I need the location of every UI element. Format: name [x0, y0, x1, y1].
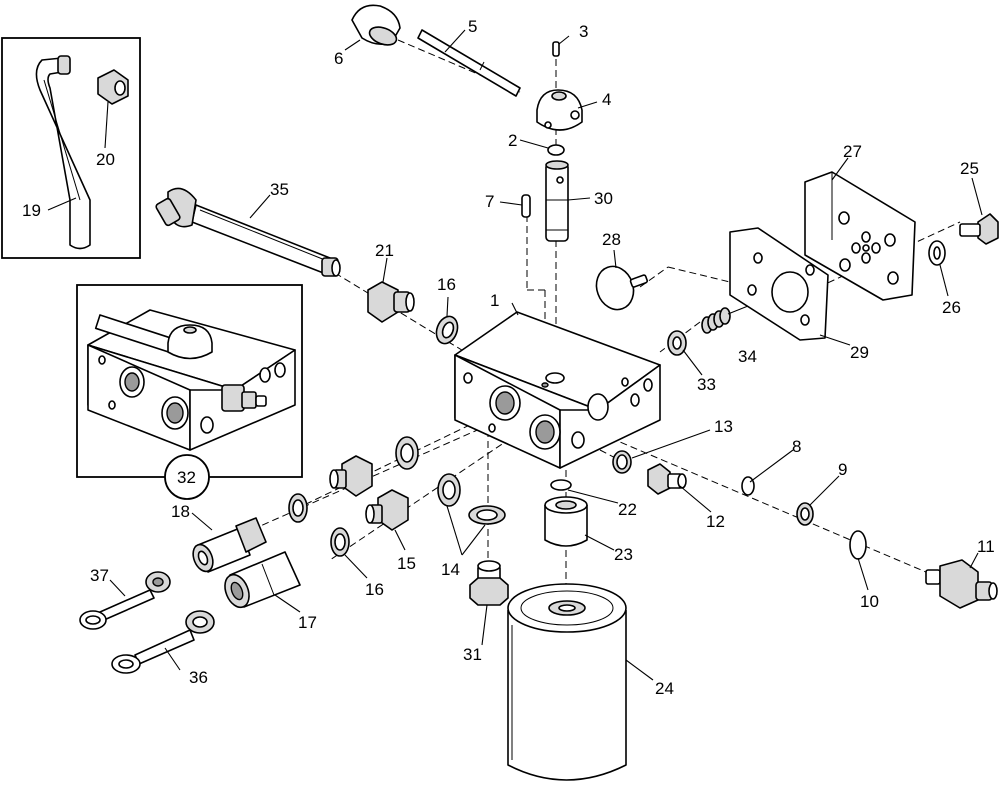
callout-30: 30: [594, 189, 613, 208]
valve-block: [454, 311, 661, 469]
callout-17: 17: [298, 613, 317, 632]
callout-37: 37: [90, 566, 109, 585]
relief-valve: [925, 559, 998, 609]
callout-11: 11: [977, 537, 995, 556]
quick-coupler-18: [192, 517, 267, 573]
callout-34: 34: [738, 347, 757, 366]
o-ring-10: [849, 530, 867, 560]
callout-21: 21: [375, 241, 394, 260]
spring: [701, 305, 749, 334]
roll-pin: [521, 194, 531, 218]
callout-36: 36: [189, 668, 208, 687]
callout-25: 25: [960, 159, 979, 178]
callout-27: 27: [843, 142, 862, 161]
adapter-upper: [329, 455, 373, 497]
o-ring-22: [550, 479, 572, 491]
callout-15: 15: [397, 554, 416, 573]
callout-3: 3: [579, 22, 588, 41]
callout-4: 4: [602, 90, 611, 109]
callout-10: 10: [860, 592, 879, 611]
washer-9: [796, 502, 814, 526]
seal-washer-upper: [435, 315, 459, 345]
washer-33: [667, 330, 687, 356]
callout-23: 23: [614, 545, 633, 564]
callout-12: 12: [706, 512, 725, 531]
callout-24: 24: [655, 679, 674, 698]
callout-14: 14: [441, 560, 460, 579]
gasket: [729, 227, 829, 341]
callout-18: 18: [171, 502, 190, 521]
seal-washers-14: [395, 436, 506, 525]
callout-labels: 1 2 3 4 5 6 7 8 9 10 11 12 13 14 15 16 1…: [22, 17, 995, 698]
callout-9: 9: [838, 460, 847, 479]
plug-cap: [595, 265, 649, 311]
callout-22: 22: [618, 500, 637, 519]
sleeve: [544, 496, 588, 547]
callout-6: 6: [334, 49, 343, 68]
fitting-12: [647, 463, 687, 495]
adapter: [367, 281, 415, 323]
o-ring-13: [612, 450, 632, 474]
small-o-ring: [547, 144, 565, 156]
valve-block-assembled-inset: [87, 309, 296, 451]
callout-2: 2: [508, 131, 517, 150]
callout-5: 5: [468, 17, 477, 36]
callout-13: 13: [714, 417, 733, 436]
callout-1: 1: [490, 291, 499, 310]
callout-32-circle: [164, 454, 210, 500]
callout-7: 7: [485, 192, 494, 211]
callout-26: 26: [942, 298, 961, 317]
callout-28: 28: [602, 230, 621, 249]
dust-cap-37: [79, 571, 171, 630]
callout-31: 31: [463, 645, 482, 664]
callout-16b: 16: [365, 580, 384, 599]
callout-32: 32: [177, 468, 196, 487]
pin: [552, 41, 560, 57]
seal-washer-lower: [288, 493, 350, 557]
callout-35: 35: [270, 180, 289, 199]
cover-plate: [804, 171, 916, 301]
assembly-centerlines: [239, 39, 961, 605]
callout-19: 19: [22, 201, 41, 220]
bolt: [959, 213, 999, 245]
hose: [155, 187, 341, 277]
callout-16a: 16: [437, 275, 456, 294]
lock-washer: [928, 240, 946, 266]
callout-29: 29: [850, 343, 869, 362]
adapter-15: [365, 489, 409, 531]
lever-rod: [417, 29, 521, 97]
lever-hub: [536, 89, 583, 131]
filter-cartridge: [507, 583, 627, 781]
callout-8: 8: [792, 437, 801, 456]
tube-inset: [35, 55, 129, 250]
filter-adapter: [469, 560, 509, 606]
knob: [351, 4, 401, 46]
callout-33: 33: [697, 375, 716, 394]
spool-shaft: [545, 160, 569, 242]
callout-20: 20: [96, 150, 115, 169]
dust-plug-36: [111, 610, 215, 674]
quick-coupler-17: [224, 551, 301, 609]
